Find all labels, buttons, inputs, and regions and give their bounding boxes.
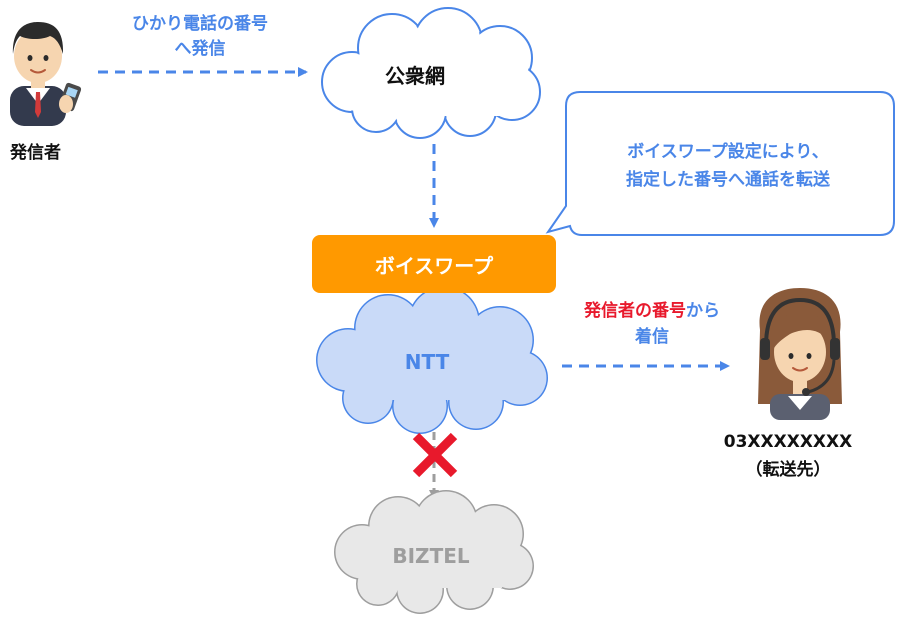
incoming-highlight: 発信者の番号 xyxy=(584,301,686,321)
blocked-x-icon xyxy=(412,432,458,478)
callout-line2: 指定した番号へ通話を転送 xyxy=(626,170,830,190)
incoming-line2: 着信 xyxy=(635,327,669,347)
public-network-label: 公衆網 xyxy=(385,64,445,88)
callout-line1: ボイスワープ設定により、 xyxy=(627,142,829,162)
call-action-line2: へ発信 xyxy=(174,39,226,59)
call-action-line1: ひかり電話の番号 xyxy=(132,14,268,34)
voicewarp-box: ボイスワープ xyxy=(312,235,556,293)
callout-bubble xyxy=(545,91,895,236)
destination-note: （転送先） xyxy=(745,460,831,480)
operator-icon xyxy=(758,288,842,420)
caller-icon xyxy=(10,22,82,126)
incoming-label: 発信者の番号から 着信 xyxy=(562,298,742,350)
destination-number: 03XXXXXXXX xyxy=(723,432,853,452)
incoming-line1: 発信者の番号から xyxy=(562,298,742,324)
incoming-suffix: から xyxy=(686,301,720,321)
voicewarp-label: ボイスワープ xyxy=(374,253,494,278)
biztel-label: BIZTEL xyxy=(392,544,470,568)
callout-text: ボイスワープ設定により、 指定した番号へ通話を転送 xyxy=(578,138,878,194)
ntt-label: NTT xyxy=(404,350,450,374)
caller-label: 発信者 xyxy=(10,143,61,163)
call-action-label: ひかり電話の番号 へ発信 xyxy=(104,12,296,62)
